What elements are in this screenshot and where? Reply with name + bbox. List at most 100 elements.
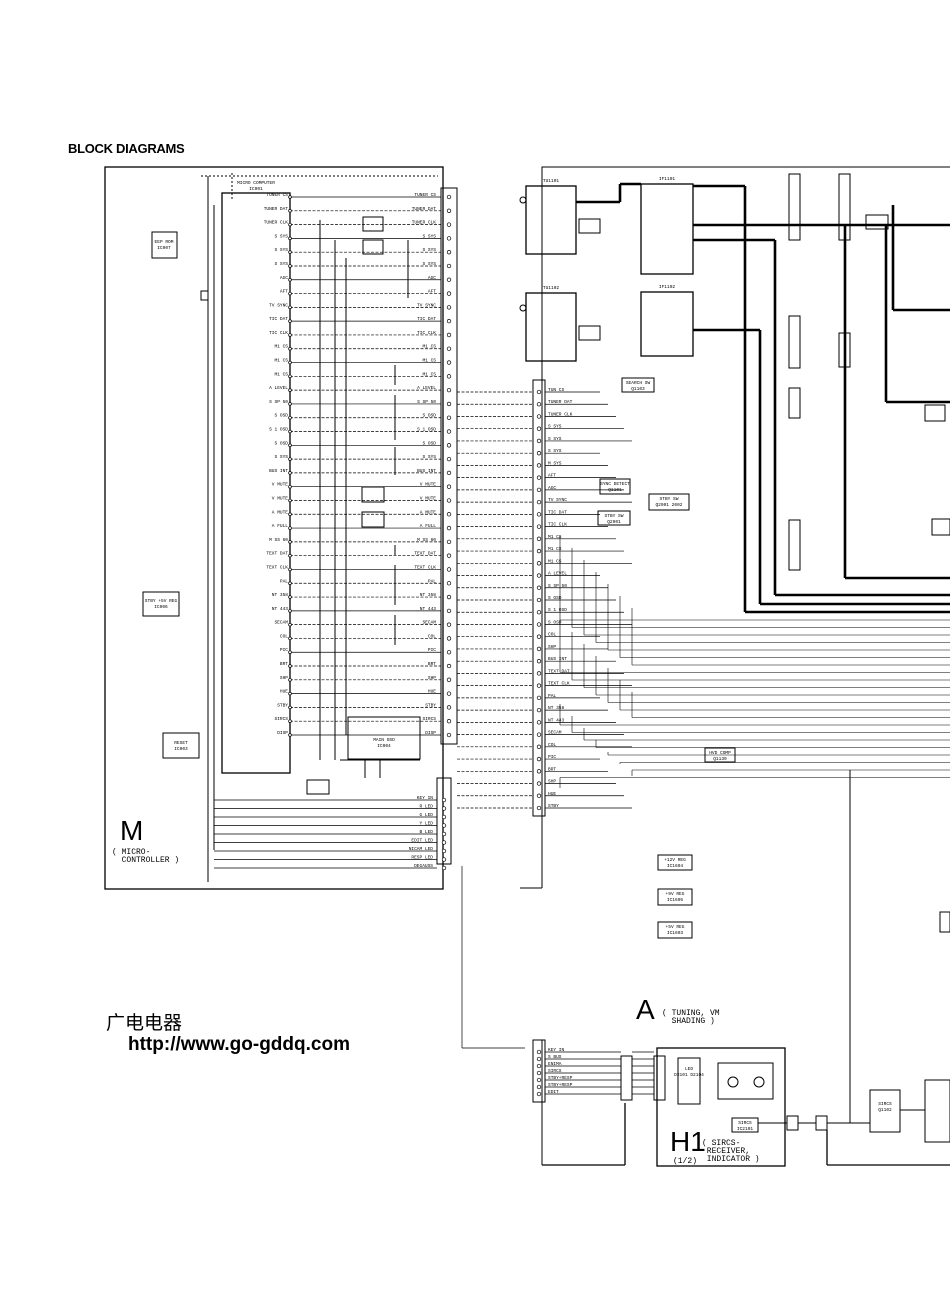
pin-label: S SYS xyxy=(422,233,436,239)
stby_sw_2-ref: Q2001 2002 xyxy=(655,502,682,508)
pin-label: EDIT LED xyxy=(411,838,433,844)
pin-label: STBY+RESP xyxy=(548,1082,573,1088)
reset-block xyxy=(162,732,200,759)
sircs-block xyxy=(731,1117,759,1133)
connector-m-bottom xyxy=(436,777,452,865)
pin-label: AFT xyxy=(548,473,556,479)
ic-pin-label: M1 CS xyxy=(274,358,288,364)
sync_detect-ref: Q1101 xyxy=(608,487,622,493)
hvd_comp-ref: Q1139 xyxy=(713,756,727,762)
connector-bottom xyxy=(532,1039,546,1103)
pin-label: R LED xyxy=(419,804,433,810)
pin-label: TEXT DAT xyxy=(414,551,436,557)
pin-label: S OSD xyxy=(422,413,436,419)
ic-pin-label: TV SYNC xyxy=(269,302,288,308)
reg-9v xyxy=(657,888,693,906)
ic-pin-label: AFT xyxy=(280,289,288,295)
pin-label: TV SYNC xyxy=(548,497,567,503)
pin-label: PAL xyxy=(548,693,556,699)
section-m-sub: ( MICRO- CONTROLLER ) xyxy=(112,848,180,865)
ic-pin-label: S OSD xyxy=(274,440,288,446)
pin-label: A MUTE xyxy=(420,509,437,515)
pin-label: PIC xyxy=(428,647,436,653)
pin-label: SHP xyxy=(428,675,436,681)
pin-label: AFT xyxy=(428,289,436,295)
pin-label: NT 358 xyxy=(548,705,565,711)
ic-pin-label: AGC xyxy=(280,275,288,281)
section-a-letter: A xyxy=(636,994,655,1025)
pin-label: TV SYNC xyxy=(417,302,436,308)
ic-pin-label: TIC CLK xyxy=(269,330,288,336)
sircs_block-ref: IC2101 xyxy=(737,1126,754,1132)
reg-5v xyxy=(657,921,693,939)
hvd_comp-label: HVD COMP xyxy=(709,750,731,756)
ic-pin-label: SECAM xyxy=(274,620,288,626)
ic-pin-label: V MUTE xyxy=(272,482,289,488)
pin-label: TUNER DAT xyxy=(548,399,573,405)
pin-label: S SYS xyxy=(548,436,562,442)
ic-pin-label: S OSD xyxy=(274,413,288,419)
pin-label: S SP 50 xyxy=(417,399,436,405)
pin-label: G LED xyxy=(419,812,433,818)
ic-pin-label: SHP xyxy=(280,675,288,681)
led_block-ref: D2101 D2104 xyxy=(674,1072,704,1078)
stby-reg-block xyxy=(142,591,180,617)
eep_rom-ref: IC007 xyxy=(157,245,171,251)
pin-label: A FULL xyxy=(420,523,437,529)
ic-pin-label: PAL xyxy=(280,578,288,584)
stby_sw_1-label: STBY SW xyxy=(605,513,624,519)
pin-label: STBY xyxy=(425,702,436,708)
pin-label: S OSD xyxy=(548,619,562,625)
pin-label: S SYS xyxy=(422,261,436,267)
pin-label: COL xyxy=(548,632,556,638)
pin-label: TUNER DAT xyxy=(412,206,437,212)
pin-label: NT 358 xyxy=(420,592,437,598)
pin-label: KEY IN xyxy=(548,1047,565,1053)
pin-label: M1 CS xyxy=(422,371,436,377)
ic-pin-label: NT 358 xyxy=(272,592,289,598)
ic-pin-label: S 1 OSD xyxy=(269,427,288,433)
pin-label: SIRCS xyxy=(548,1068,562,1074)
pin-label: ENIMA xyxy=(548,1061,562,1067)
pin-label: S SP 50 xyxy=(548,583,567,589)
pin-label: SHP xyxy=(548,779,556,785)
pin-label: Y LED xyxy=(419,821,433,827)
sync_detect-label: SYNC DETECT xyxy=(600,481,630,487)
pin-label: S 1 OSD xyxy=(417,427,436,433)
pin-label: COL xyxy=(428,633,436,639)
pin-label: BUS INT xyxy=(417,468,436,474)
watermark-chinese: 广电电器 xyxy=(106,1012,183,1034)
pin-label: TUNER CLK xyxy=(548,411,573,417)
pin-label: SECAM xyxy=(548,730,562,736)
micro-computer-ic xyxy=(221,192,291,774)
pin-label: S SYS xyxy=(422,454,436,460)
pin-label: RESP LED xyxy=(411,855,433,861)
tuner_1-label: TU1101 xyxy=(543,178,560,184)
ic-pin-label: S SYS xyxy=(274,454,288,460)
pin-label: AGC xyxy=(428,275,436,281)
pin-label: S 1 OSD xyxy=(548,607,567,613)
pin-label: M1 CS xyxy=(548,546,562,552)
page-title: BLOCK DIAGRAMS xyxy=(68,141,185,156)
reg_5v-label: +5V REG xyxy=(666,924,685,930)
pin-label: S OSD xyxy=(422,440,436,446)
pin-label: HUE xyxy=(428,689,436,695)
main_osd-label: MAIN OSD xyxy=(373,737,395,743)
pin-label: NICAM LED xyxy=(409,846,434,852)
sircs_block-label: SIRCS xyxy=(738,1120,752,1126)
search_sw-label: SEARCH SW xyxy=(626,380,651,386)
reg_12v-label: +12V REG xyxy=(664,857,686,863)
pin-label: V MUTE xyxy=(420,495,437,501)
pin-label: M1 CS xyxy=(548,558,562,564)
pin-label: BUS INT xyxy=(548,656,567,662)
pin-label: SIRCS xyxy=(422,716,436,722)
pin-label: STBY+RESP xyxy=(548,1075,573,1081)
ic-pin-label: DISP xyxy=(277,730,288,736)
pin-label: SECAM xyxy=(422,620,436,626)
pin-label: PAL xyxy=(428,578,436,584)
pin-label: V MUTE xyxy=(420,482,437,488)
pin-label: KEY IN xyxy=(417,795,434,801)
pin-label: PIC xyxy=(548,754,556,760)
pin-label: M SS 60 xyxy=(417,537,436,543)
connector-m-main xyxy=(440,187,458,745)
